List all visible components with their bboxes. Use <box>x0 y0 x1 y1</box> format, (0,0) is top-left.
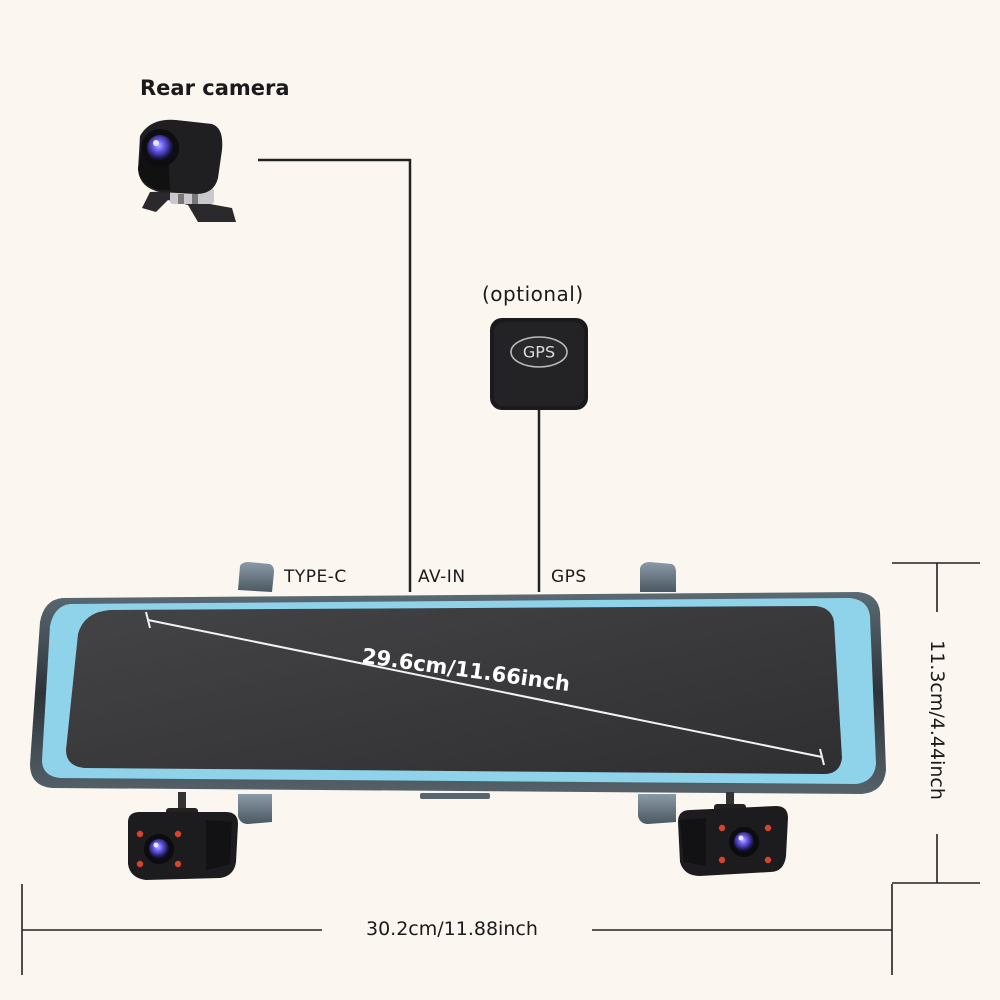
height-dimension <box>892 562 980 884</box>
type-c-port-label: TYPE-C <box>284 567 347 587</box>
front-camera-right-icon <box>678 792 788 876</box>
av-in-port-label: AV-IN <box>418 567 466 587</box>
front-camera-left-icon <box>128 792 238 880</box>
cables <box>258 158 541 592</box>
rear-camera-icon <box>138 119 236 222</box>
optional-label: (optional) <box>482 282 584 306</box>
top-clips <box>238 562 676 592</box>
rear-camera-label: Rear camera <box>140 76 290 100</box>
gps-port-label: GPS <box>551 567 587 587</box>
bottom-clips <box>238 794 676 824</box>
width-dimension <box>21 884 893 975</box>
mirror-body <box>30 592 886 799</box>
height-size-label: 11.3cm/4.44inch <box>926 640 948 800</box>
rear-camera-cable <box>258 158 412 592</box>
mirror-screen <box>66 606 842 774</box>
diagonal-measure <box>145 611 825 766</box>
gps-module-label: GPS <box>522 342 556 362</box>
width-size-label: 30.2cm/11.88inch <box>366 918 538 940</box>
gps-module-icon <box>490 318 588 410</box>
